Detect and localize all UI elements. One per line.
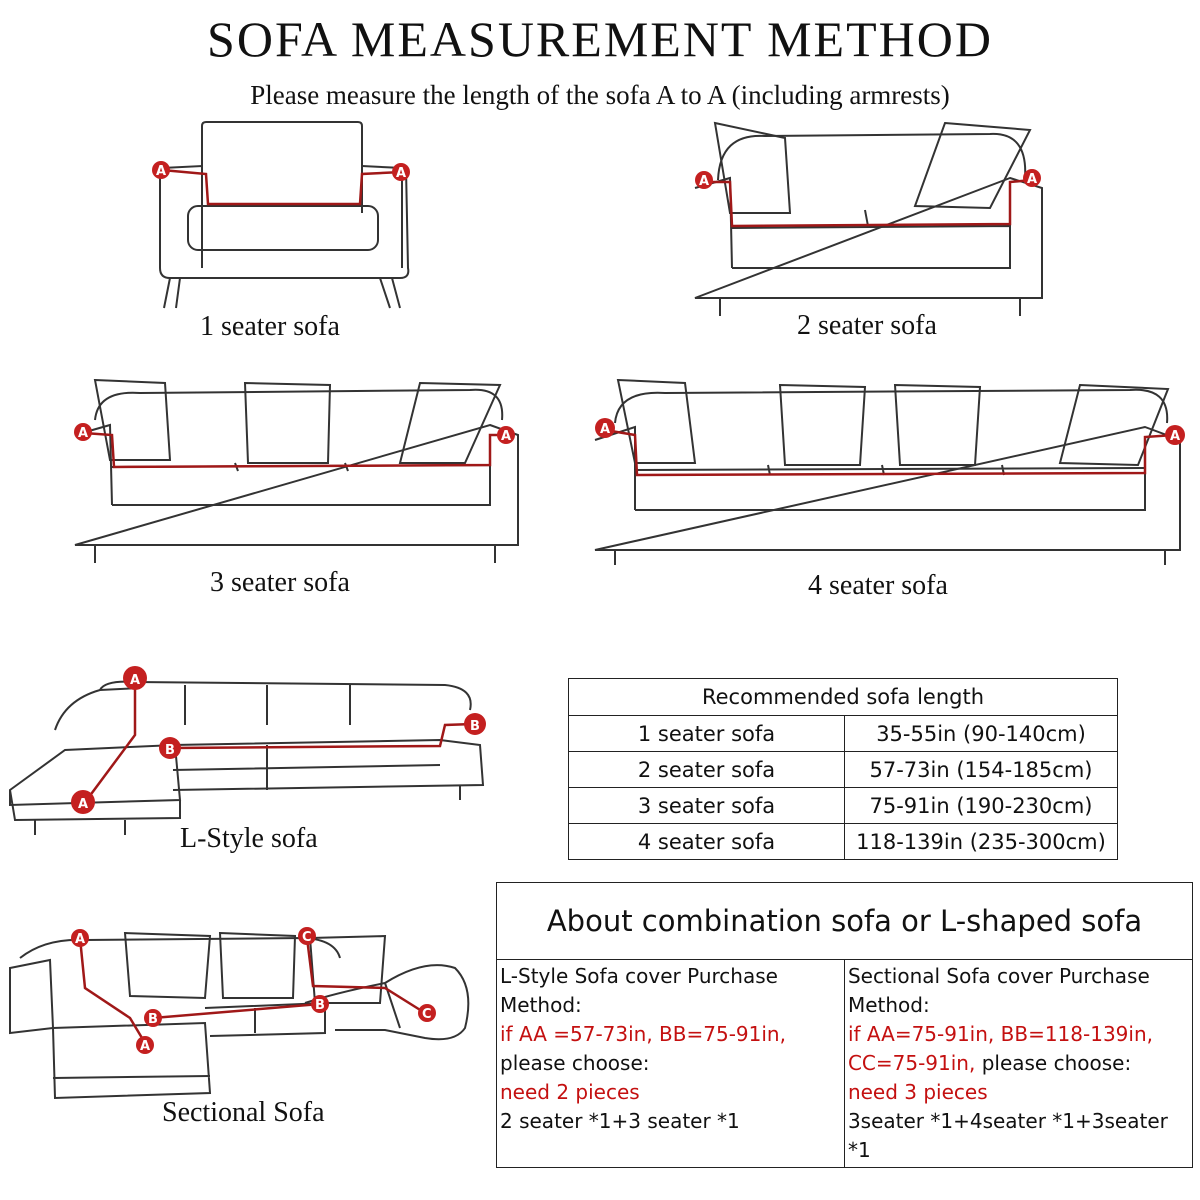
two-seater-caption: 2 seater sofa	[797, 310, 937, 341]
marker-a-right: A	[392, 163, 410, 181]
recommended-table-header: Recommended sofa length	[568, 678, 1118, 716]
l-style-diagram: A A B B	[9, 666, 486, 835]
sectional-condition-cc: CC=75-91in,	[847, 1051, 976, 1075]
svg-text:A: A	[501, 429, 511, 444]
marker-a-left: A	[74, 423, 92, 441]
l-style-combination: 2 seater *1+3 seater *1	[500, 1109, 740, 1133]
l-style-caption: L-Style sofa	[180, 823, 318, 854]
svg-text:A: A	[699, 174, 709, 189]
sectional-purchase-method: Sectional Sofa cover Purchase Method: if…	[843, 959, 1194, 1168]
sectional-line: Method:	[847, 993, 930, 1017]
l-style-condition: if AA =57-73in, BB=75-91in,	[500, 1022, 786, 1046]
sectional-choose: please choose:	[975, 1051, 1132, 1075]
sofa-length-cell: 35-55in (90-140cm)	[844, 715, 1118, 752]
svg-text:A: A	[78, 426, 88, 441]
recommended-length-table: Recommended sofa length 1 seater sofa 35…	[568, 678, 1118, 860]
sectional-line: CC=75-91in, please choose:	[848, 1049, 1189, 1078]
sofa-type-cell: 4 seater sofa	[568, 823, 845, 860]
svg-text:A: A	[78, 797, 88, 812]
svg-text:A: A	[140, 1039, 150, 1054]
marker-a-bottom: A	[136, 1036, 154, 1054]
marker-b-right: B	[311, 995, 329, 1013]
combination-sofa-table: About combination sofa or L-shaped sofa …	[496, 882, 1194, 1168]
marker-c-top: C	[298, 927, 316, 945]
marker-a-right: A	[1023, 169, 1041, 187]
svg-text:A: A	[600, 422, 610, 437]
marker-a-top: A	[71, 929, 89, 947]
svg-text:C: C	[302, 930, 312, 945]
marker-a-right: A	[497, 426, 515, 444]
l-style-line: please choose:	[500, 1051, 650, 1075]
svg-text:C: C	[422, 1007, 432, 1022]
marker-b-left: B	[159, 737, 181, 759]
svg-text:A: A	[1027, 172, 1037, 187]
one-seater-diagram: A A	[152, 121, 410, 309]
marker-a-bottom: A	[71, 790, 95, 814]
two-seater-diagram: A A	[694, 121, 1043, 316]
svg-text:A: A	[1170, 429, 1180, 444]
svg-text:B: B	[148, 1012, 158, 1027]
sofa-type-cell: 3 seater sofa	[568, 787, 845, 824]
table-row: 4 seater sofa 118-139in (235-300cm)	[568, 823, 1118, 860]
svg-text:A: A	[156, 164, 166, 179]
three-seater-diagram: A A	[74, 378, 519, 563]
three-seater-caption: 3 seater sofa	[210, 567, 350, 598]
sectional-diagram: A A B B C C	[9, 927, 470, 1100]
sectional-caption: Sectional Sofa	[162, 1097, 325, 1128]
sofa-length-cell: 57-73in (154-185cm)	[844, 751, 1118, 788]
four-seater-diagram: A A	[594, 378, 1185, 565]
sectional-line: Sectional Sofa cover Purchase	[847, 964, 1150, 988]
sofa-type-cell: 1 seater sofa	[568, 715, 845, 752]
svg-text:B: B	[315, 998, 325, 1013]
sectional-pieces: need 3 pieces	[847, 1080, 988, 1104]
l-style-purchase-method: L-Style Sofa cover Purchase Method: if A…	[496, 959, 845, 1168]
sofa-length-cell: 75-91in (190-230cm)	[844, 787, 1118, 824]
marker-a-left: A	[695, 171, 713, 189]
sofa-type-cell: 2 seater sofa	[568, 751, 845, 788]
combination-table-header: About combination sofa or L-shaped sofa	[496, 882, 1193, 960]
svg-text:B: B	[165, 743, 175, 758]
marker-a-left: A	[152, 161, 170, 179]
sofa-length-cell: 118-139in (235-300cm)	[844, 823, 1118, 860]
sectional-condition: if AA=75-91in, BB=118-139in,	[847, 1022, 1153, 1046]
page-title: SOFA MEASUREMENT METHOD	[207, 11, 993, 67]
table-row: 3 seater sofa 75-91in (190-230cm)	[568, 787, 1118, 824]
marker-b-right: B	[464, 713, 486, 735]
page-subtitle: Please measure the length of the sofa A …	[250, 80, 950, 110]
table-row: 2 seater sofa 57-73in (154-185cm)	[568, 751, 1118, 788]
marker-a-left: A	[595, 418, 615, 438]
l-style-pieces: need 2 pieces	[500, 1080, 640, 1104]
four-seater-caption: 4 seater sofa	[808, 570, 948, 601]
marker-a-right: A	[1165, 425, 1185, 445]
marker-c-right: C	[418, 1004, 436, 1022]
svg-text:B: B	[470, 719, 480, 734]
l-style-line: L-Style Sofa cover Purchase	[500, 964, 778, 988]
l-style-line: Method:	[500, 993, 582, 1017]
marker-b-left: B	[144, 1009, 162, 1027]
svg-text:A: A	[130, 673, 140, 688]
marker-a-top: A	[123, 666, 147, 690]
table-row: 1 seater sofa 35-55in (90-140cm)	[568, 715, 1118, 752]
svg-text:A: A	[75, 932, 85, 947]
sectional-combination: 3seater *1+4seater *1+3seater *1	[847, 1109, 1168, 1162]
svg-text:A: A	[396, 166, 406, 181]
one-seater-caption: 1 seater sofa	[200, 311, 340, 342]
